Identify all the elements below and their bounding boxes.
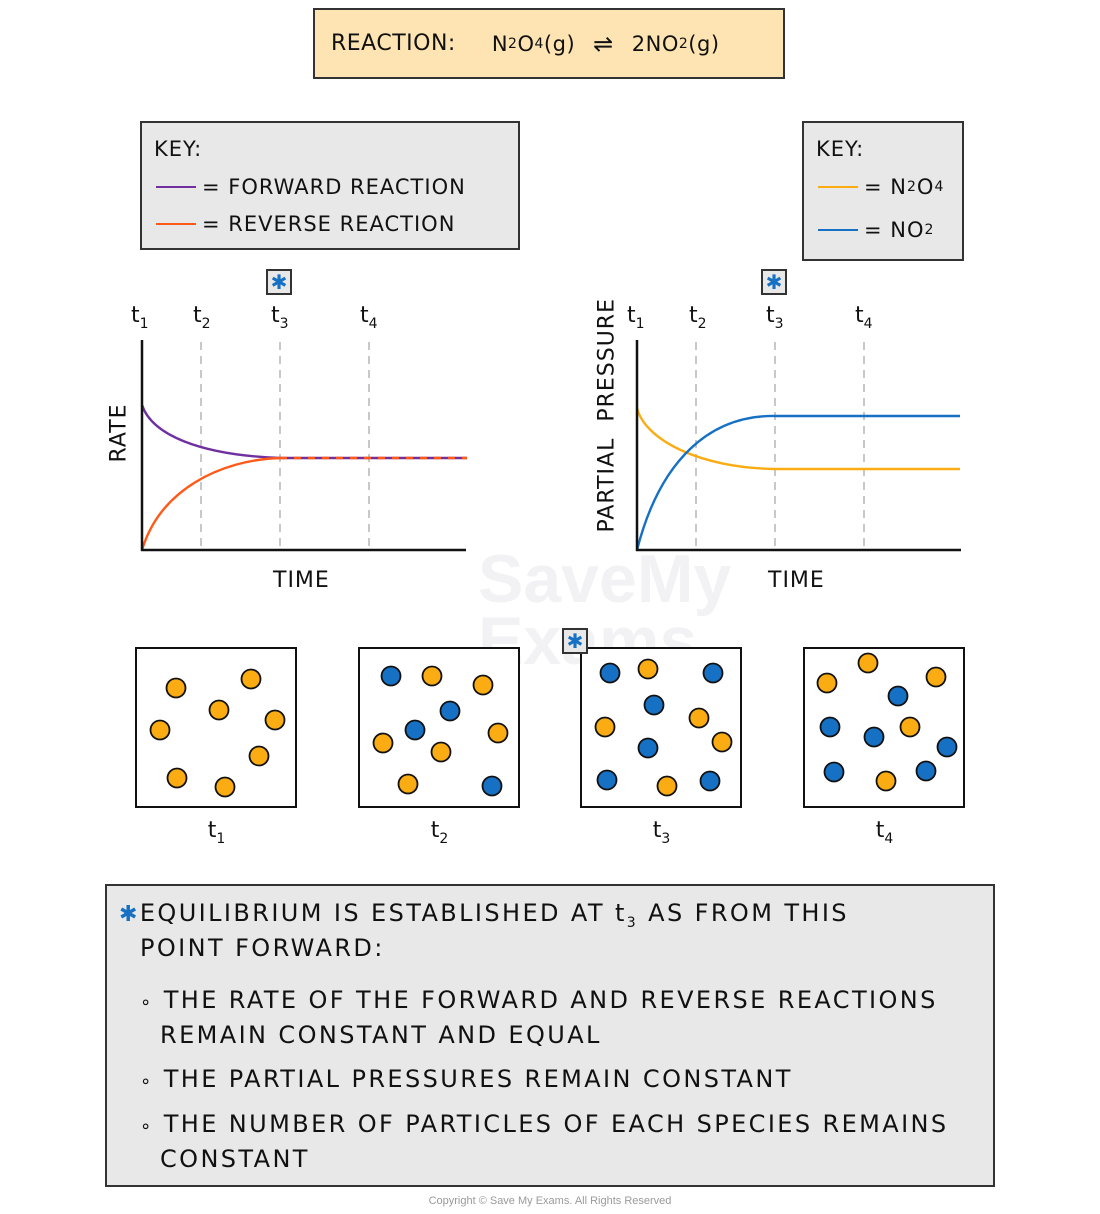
box-label-t1: t1 xyxy=(207,818,226,847)
key-label-forward: = FORWARD REACTION xyxy=(202,175,466,199)
box-label-t3: t3 xyxy=(652,818,671,847)
explanation-line1: ✱EQUILIBRIUM IS ESTABLISHED AT t3 AS FRO… xyxy=(119,896,849,932)
asterisk-icon: ✱ xyxy=(765,270,783,294)
reactant-o: O xyxy=(517,31,535,56)
key-label-n2o4: = N xyxy=(864,175,907,199)
explanation-text1a: EQUILIBRIUM IS ESTABLISHED AT t xyxy=(139,899,627,927)
bullet-icon: ∘ xyxy=(140,1071,154,1092)
rate-t4-label: t4 xyxy=(360,303,378,332)
pressure-x-label: TIME xyxy=(768,568,825,593)
equilibrium-marker-particles-top: ✱ xyxy=(562,628,588,654)
pressure-t1-label: t1 xyxy=(627,303,645,332)
key-item-reverse: = REVERSE REACTION xyxy=(156,212,455,236)
explanation-line2: POINT FORWARD: xyxy=(140,934,385,962)
forward-reaction-curve xyxy=(140,404,281,460)
particles-t3 xyxy=(594,658,733,797)
rate-t3-label: t3 xyxy=(271,303,289,332)
key-label-reverse: = REVERSE REACTION xyxy=(202,212,456,236)
rate-chart-gridlines xyxy=(200,342,370,550)
bullet-icon: ∘ xyxy=(140,1116,154,1137)
bullet-2-text: THE PARTIAL PRESSURES REMAIN CONSTANT xyxy=(163,1065,793,1093)
box-label-t2: t2 xyxy=(430,818,449,847)
rate-t1-label: t1 xyxy=(131,303,149,332)
copyright: Copyright © Save My Exams. All Rights Re… xyxy=(428,1195,672,1207)
bullet-2: ∘ THE PARTIAL PRESSURES REMAIN CONSTANT xyxy=(140,1062,793,1099)
pressure-t3-label: t3 xyxy=(766,303,784,332)
pressure-t4-label: t4 xyxy=(855,303,873,332)
particles-t1 xyxy=(149,668,286,798)
no2-line-icon xyxy=(818,229,858,231)
rate-x-label: TIME xyxy=(273,568,330,593)
asterisk-icon: ✱ xyxy=(119,902,140,927)
bullet-3: ∘ THE NUMBER OF PARTICLES OF EACH SPECIE… xyxy=(140,1107,949,1144)
product-coef: 2 xyxy=(631,31,646,56)
product-no: NO xyxy=(645,31,679,56)
particles-t2 xyxy=(372,665,509,797)
reverse-reaction-curve xyxy=(140,456,281,551)
pressure-t2-label: t2 xyxy=(689,303,707,332)
bullet-1-cont: REMAIN CONSTANT AND EQUAL xyxy=(160,1021,602,1049)
asterisk-icon: ✱ xyxy=(566,629,584,653)
equilibrium-marker-pressure: ✱ xyxy=(761,269,787,295)
key-item-forward: = FORWARD REACTION xyxy=(156,175,466,199)
bullet-1-text: THE RATE OF THE FORWARD AND REVERSE REAC… xyxy=(163,986,938,1014)
product-state: (g) xyxy=(688,31,720,56)
pressure-key-title: KEY: xyxy=(816,137,865,161)
watermark-line1: SaveMy xyxy=(478,541,732,617)
asterisk-icon: ✱ xyxy=(270,270,288,294)
explanation-box: ✱EQUILIBRIUM IS ESTABLISHED AT t3 AS FRO… xyxy=(105,884,995,1187)
equilibrium-marker-rate: ✱ xyxy=(266,269,292,295)
n2o4-line-icon xyxy=(818,186,858,188)
rate-key-title: KEY: xyxy=(154,137,203,161)
rate-t2-label: t2 xyxy=(193,303,211,332)
bullet-3-cont: CONSTANT xyxy=(160,1145,310,1173)
key-label-no2: = NO xyxy=(864,218,925,242)
pressure-chart-gridlines xyxy=(695,342,865,550)
reverse-line-icon xyxy=(156,223,196,225)
pressure-y-label: PARTIAL PRESSURE xyxy=(594,298,620,533)
reactant-n: N xyxy=(491,31,509,56)
rate-chart xyxy=(140,340,961,552)
particle-diagrams xyxy=(135,647,965,808)
reaction-label: REACTION: xyxy=(331,31,456,56)
equilibrium-arrow-icon: ⇌ xyxy=(593,29,614,58)
rate-y-label: RATE xyxy=(106,403,132,463)
bullet-3-text: THE NUMBER OF PARTICLES OF EACH SPECIES … xyxy=(163,1110,949,1138)
particles-t4 xyxy=(816,652,958,792)
box-label-t4: t4 xyxy=(875,818,894,847)
n2o4-o: O xyxy=(916,175,935,199)
forward-line-icon xyxy=(156,186,196,188)
bullet-1: ∘ THE RATE OF THE FORWARD AND REVERSE RE… xyxy=(140,983,938,1020)
no2-curve xyxy=(635,414,960,551)
reactant-state: (g) xyxy=(543,31,576,56)
explanation-t3-sub: 3 xyxy=(626,915,639,931)
rate-key: KEY: = FORWARD REACTION = REVERSE REACTI… xyxy=(140,121,520,250)
bullet-icon: ∘ xyxy=(140,992,154,1013)
explanation-text1b: AS FROM THIS xyxy=(638,899,849,927)
